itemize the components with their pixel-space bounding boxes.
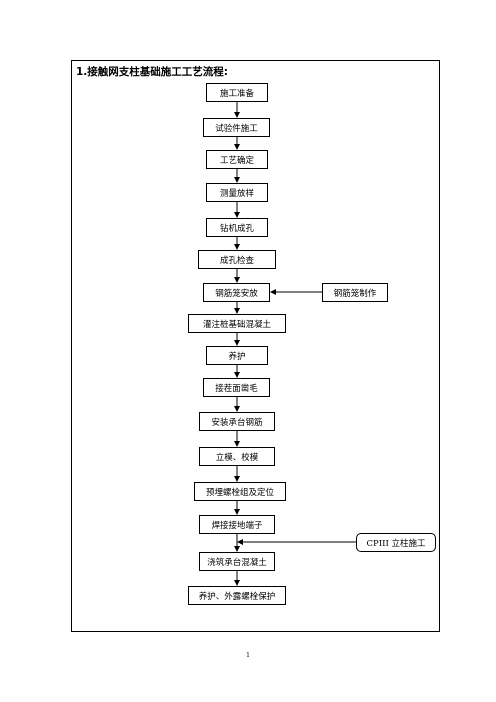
step-formwork-setup: 立模、校模 <box>199 447 275 466</box>
step-curing: 养护 <box>206 346 268 365</box>
step-embedded-bolt-positioning: 预埋螺栓组及定位 <box>194 482 286 501</box>
document-frame <box>71 60 440 632</box>
side-cpiii-column-construction: CPIII 立柱施工 <box>356 533 436 552</box>
step-rebar-cage-placement: 钢筋笼安放 <box>203 283 270 302</box>
step-grounding-terminal-welding: 焊接接地端子 <box>199 515 275 534</box>
page-number: 1 <box>246 652 250 659</box>
side-rebar-cage-fabrication: 钢筋笼制作 <box>322 283 388 302</box>
step-construction-preparation: 施工准备 <box>206 83 268 102</box>
step-trial-piece-construction: 试验件施工 <box>203 118 270 137</box>
step-process-determination: 工艺确定 <box>206 150 268 169</box>
step-hole-inspection: 成孔检查 <box>198 250 276 269</box>
step-cap-rebar-installation: 安装承台钢筋 <box>199 412 275 431</box>
step-curing-bolt-protection: 养护、外露螺栓保护 <box>188 586 286 605</box>
step-cap-concrete-pouring: 浇筑承台混凝土 <box>199 552 275 571</box>
step-survey-setting-out: 测量放样 <box>206 183 268 202</box>
step-drilling: 钻机成孔 <box>206 218 268 237</box>
step-pile-concrete-pouring: 灌注桩基础混凝土 <box>188 314 286 333</box>
step-joint-surface-chiseling: 接茬面凿毛 <box>203 378 270 397</box>
flowchart-title: 1.接触网支柱基础施工工艺流程: <box>76 66 228 78</box>
